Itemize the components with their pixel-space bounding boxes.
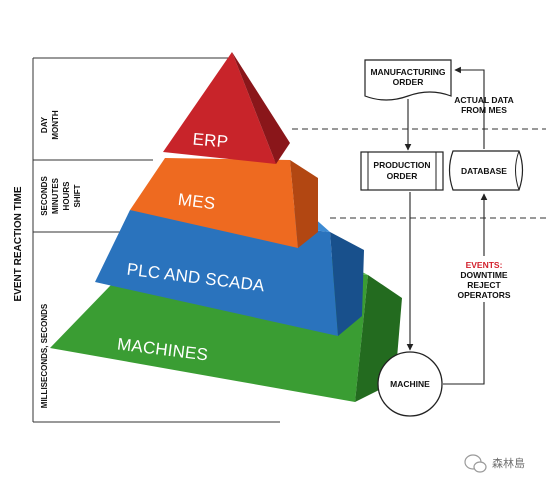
mes-right: [290, 160, 318, 248]
events-downtime: DOWNTIME: [460, 270, 508, 280]
manufacturing-order-shape: [364, 59, 452, 101]
tier-mes-shift: SHIFT: [73, 184, 82, 207]
label-mes: MES: [177, 190, 216, 213]
time-tier-machines: MILLISECONDS, SECONDS: [40, 303, 49, 408]
manufacturing-order-line1: MANUFACTURING: [370, 67, 445, 77]
database-node: DATABASE: [448, 150, 524, 191]
production-order-line1: PRODUCTION: [373, 160, 430, 170]
manufacturing-order-line2: ORDER: [393, 77, 424, 87]
manufacturing-order-node: MANUFACTURING ORDER: [364, 59, 452, 101]
erp-front: [163, 52, 276, 164]
pyramid-layer-mes: MES: [130, 158, 318, 248]
watermark-text: 森林島: [492, 456, 525, 470]
label-erp: ERP: [192, 130, 229, 152]
pyramid-layer-erp: ERP: [163, 52, 290, 164]
events-operators: OPERATORS: [457, 290, 510, 300]
events-annotation: EVENTS: DOWNTIME REJECT OPERATORS: [452, 256, 516, 302]
production-order-node: PRODUCTION ORDER: [360, 151, 444, 191]
plc-right: [330, 232, 364, 336]
machine-node: MACHINE: [377, 351, 443, 417]
events-title: EVENTS:: [466, 260, 503, 270]
machine-label: MACHINE: [390, 379, 430, 389]
tier-erp-day: DAY: [40, 116, 49, 133]
tier-mes-seconds: SECONDS: [40, 176, 49, 216]
erp-right: [232, 52, 290, 164]
production-order-line2: ORDER: [387, 171, 418, 181]
production-order-box: [360, 151, 444, 191]
time-tier-mes: SECONDS MINUTES HOURS SHIFT: [40, 176, 82, 216]
tier-mes-minutes: MINUTES: [51, 177, 60, 214]
actual-data-line1: ACTUAL DATA: [454, 95, 514, 105]
flow-arrows: [404, 66, 488, 385]
tier-machines-ms: MILLISECONDS, SECONDS: [40, 303, 49, 408]
actual-data-line2: FROM MES: [461, 105, 507, 115]
database-label: DATABASE: [461, 166, 507, 176]
mes-front: [130, 158, 298, 248]
axis-title-event-reaction-time: EVENT REACTION TIME: [13, 186, 24, 301]
time-tier-erp: DAY MONTH: [40, 110, 60, 140]
watermark: 森林島: [464, 454, 525, 473]
tier-erp-month: MONTH: [51, 110, 60, 140]
time-scale-bracket: [32, 57, 280, 423]
arrow-db-to-mo: [454, 66, 485, 149]
events-reject: REJECT: [467, 280, 501, 290]
machine-circle: [377, 351, 443, 417]
wechat-icon: [464, 454, 487, 473]
level-guides: [292, 128, 546, 219]
actual-data-annotation: ACTUAL DATA FROM MES: [454, 95, 514, 115]
tier-mes-hours: HOURS: [62, 181, 71, 211]
